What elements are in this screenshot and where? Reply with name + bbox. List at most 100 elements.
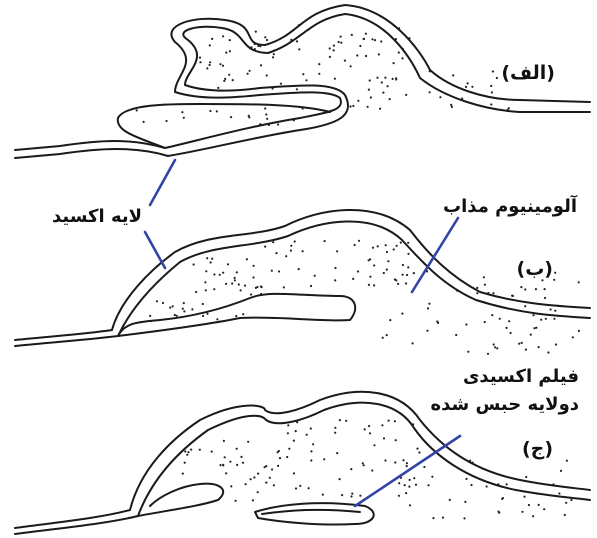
panel-c-inner-oxide-line	[15, 403, 590, 534]
stipple-dot	[278, 270, 280, 272]
stipple-dot	[540, 319, 542, 321]
stipple-dot	[382, 92, 384, 94]
stipple-dot	[280, 83, 282, 85]
stipple-dot	[231, 282, 233, 284]
stipple-dot	[373, 284, 375, 286]
stipple-dot	[395, 439, 397, 441]
stipple-dot	[554, 272, 556, 274]
stipple-dot	[255, 287, 257, 289]
stipple-dot	[492, 70, 494, 72]
stipple-dot	[463, 517, 465, 519]
stipple-dot	[224, 78, 226, 80]
stipple-dot	[338, 41, 340, 43]
stipple-dot	[388, 420, 390, 422]
stipple-dot	[273, 53, 275, 55]
trapped-film-label-line2: دولایه حبس شده	[430, 394, 579, 415]
stipple-dot	[467, 82, 469, 84]
oxide-layer-label: لایه اکسید	[52, 206, 142, 227]
stipple-dot	[498, 511, 500, 513]
stipple-dot	[510, 332, 512, 334]
stipple-dot	[386, 251, 388, 253]
stipple-dot	[371, 38, 373, 40]
stipple-dot	[206, 67, 208, 69]
stipple-dot	[302, 250, 304, 252]
stipple-dot	[408, 486, 410, 488]
stipple-dot	[484, 284, 486, 286]
stipple-dot	[324, 240, 326, 242]
stipple-dot	[560, 470, 562, 472]
stipple-dot	[290, 245, 292, 247]
stipple-dot	[333, 45, 335, 47]
stipple-dot	[302, 73, 304, 75]
stipple-dot	[538, 504, 540, 506]
stipple-dot	[398, 495, 400, 497]
stipple-dot	[298, 48, 300, 50]
stipple-dot	[409, 504, 411, 506]
stipple-dot	[255, 31, 257, 33]
stipple-dot	[210, 261, 212, 263]
stipple-dot	[340, 36, 342, 38]
stipple-dot	[535, 288, 537, 290]
stipple-dot	[299, 485, 301, 487]
stipple-dot	[209, 61, 211, 63]
stipple-dot	[505, 327, 507, 329]
stipple-dot	[352, 278, 354, 280]
stipple-dot	[213, 273, 215, 275]
stipple-dot	[234, 277, 236, 279]
stipple-dot	[334, 78, 336, 80]
stipple-dot	[415, 484, 417, 486]
stipple-dot	[287, 424, 289, 426]
stipple-dot	[322, 494, 324, 496]
stipple-dot	[535, 327, 537, 329]
stipple-dot	[277, 123, 279, 125]
stipple-dot	[553, 279, 555, 281]
stipple-dot	[235, 315, 237, 317]
stipple-dot	[386, 334, 388, 336]
stipple-dot	[547, 351, 549, 353]
stipple-dot	[418, 451, 420, 453]
stipple-dot	[143, 121, 145, 123]
stipple-dot	[182, 473, 184, 475]
stipple-dot	[405, 94, 407, 96]
stipple-dot	[217, 87, 219, 89]
stipple-dot	[279, 457, 281, 459]
stipple-dot	[363, 38, 365, 40]
stipple-dot	[383, 437, 385, 439]
stipple-dot	[318, 73, 320, 75]
stipple-dot	[352, 105, 354, 107]
stipple-dot	[365, 33, 367, 35]
stipple-dot	[381, 424, 383, 426]
stipple-dot	[206, 313, 208, 315]
stipple-dot	[199, 449, 201, 451]
stipple-dot	[264, 107, 266, 109]
stipple-dot	[380, 40, 382, 42]
stipple-dot	[400, 242, 402, 244]
stipple-dot	[273, 484, 275, 486]
stipple-dot	[396, 245, 398, 247]
stipple-dot	[250, 293, 252, 295]
stipple-dot	[219, 464, 221, 466]
stipple-dot	[257, 491, 259, 493]
stipple-dot	[373, 264, 375, 266]
stipple-dot	[508, 320, 510, 322]
stipple-dot	[183, 310, 185, 312]
stipple-dot	[264, 246, 266, 248]
stipple-dot	[336, 452, 338, 454]
stipple-dot	[323, 458, 325, 460]
stipple-dot	[271, 468, 273, 470]
stipple-dot	[386, 269, 388, 271]
panel-b-stipple	[149, 240, 580, 355]
stipple-dot	[406, 462, 408, 464]
stipple-dot	[544, 288, 546, 290]
stipple-dot	[389, 319, 391, 321]
stipple-dot	[511, 295, 513, 297]
stipple-dot	[476, 287, 478, 289]
stipple-dot	[412, 342, 414, 344]
stipple-dot	[528, 504, 530, 506]
stipple-dot	[306, 434, 308, 436]
stipple-dot	[242, 313, 244, 315]
stipple-dot	[283, 286, 285, 288]
stipple-dot	[491, 314, 493, 316]
stipple-dot	[483, 276, 485, 278]
stipple-dot	[225, 283, 227, 285]
